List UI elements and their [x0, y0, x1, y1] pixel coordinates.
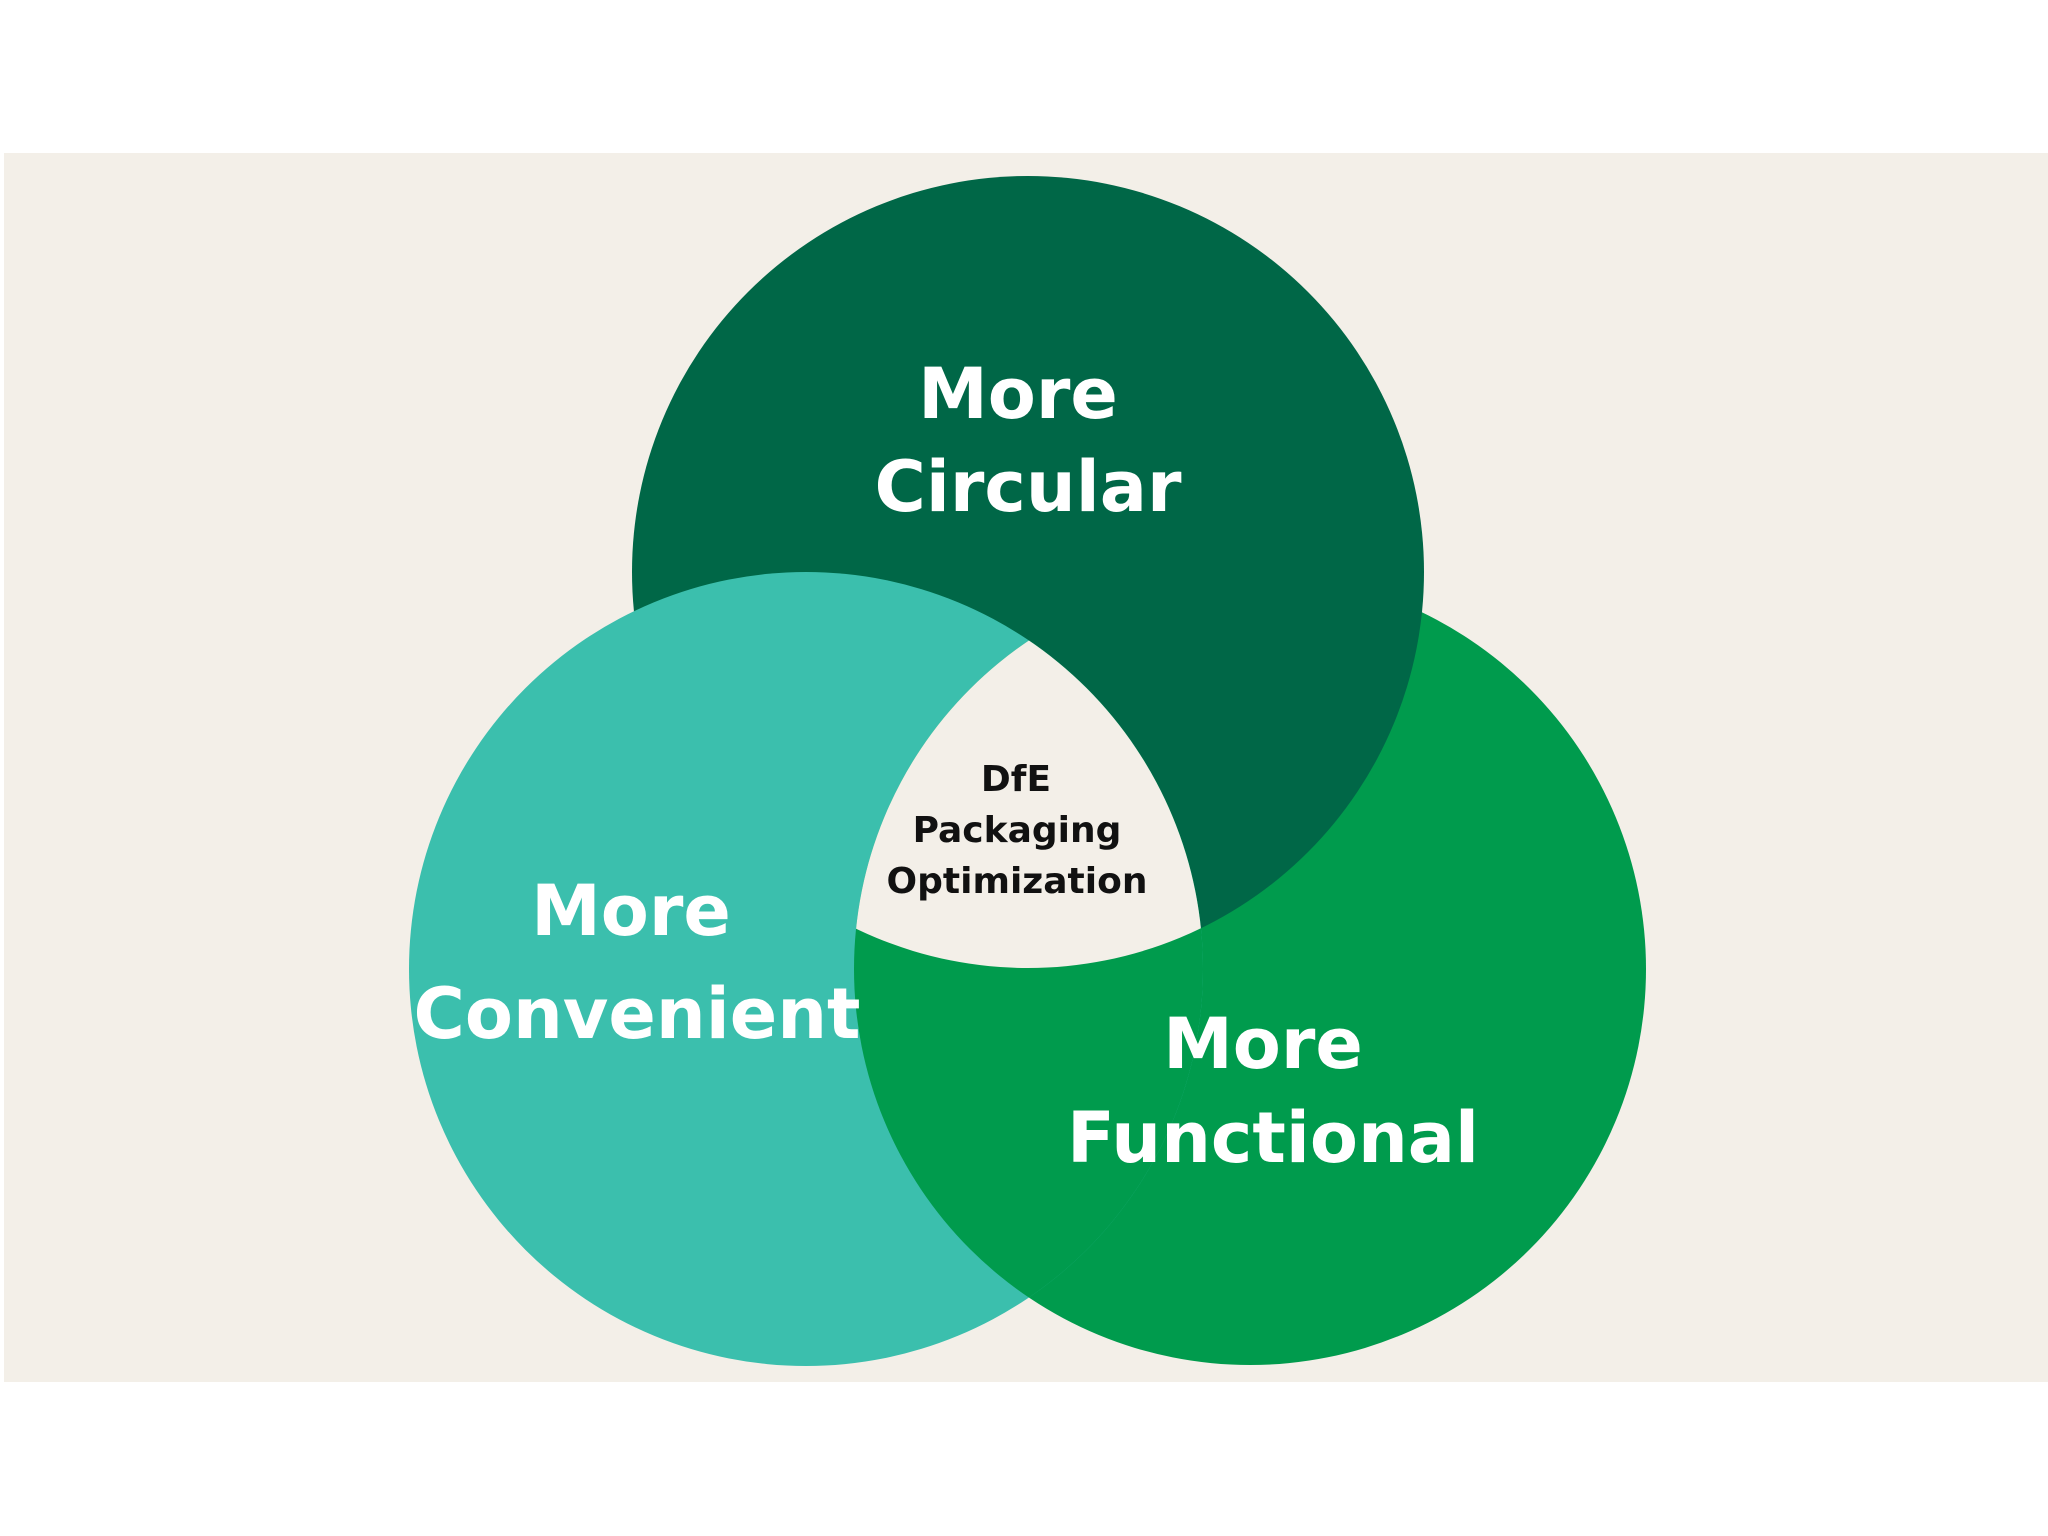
- center-label-line3: Optimization: [887, 861, 1148, 902]
- convenient-label-line2: Convenient: [413, 973, 860, 1055]
- center-intersection: [854, 573, 1203, 968]
- functional-label-line2: Functional: [1067, 1097, 1479, 1179]
- functional-label-line1: More: [1163, 1003, 1363, 1085]
- circular-label-line1: More: [918, 353, 1118, 435]
- circular-label-line2: Circular: [875, 446, 1182, 528]
- center-label-line2: Packaging: [913, 810, 1122, 851]
- center-label-line1: DfE: [981, 759, 1051, 800]
- convenient-label-line1: More: [531, 870, 731, 952]
